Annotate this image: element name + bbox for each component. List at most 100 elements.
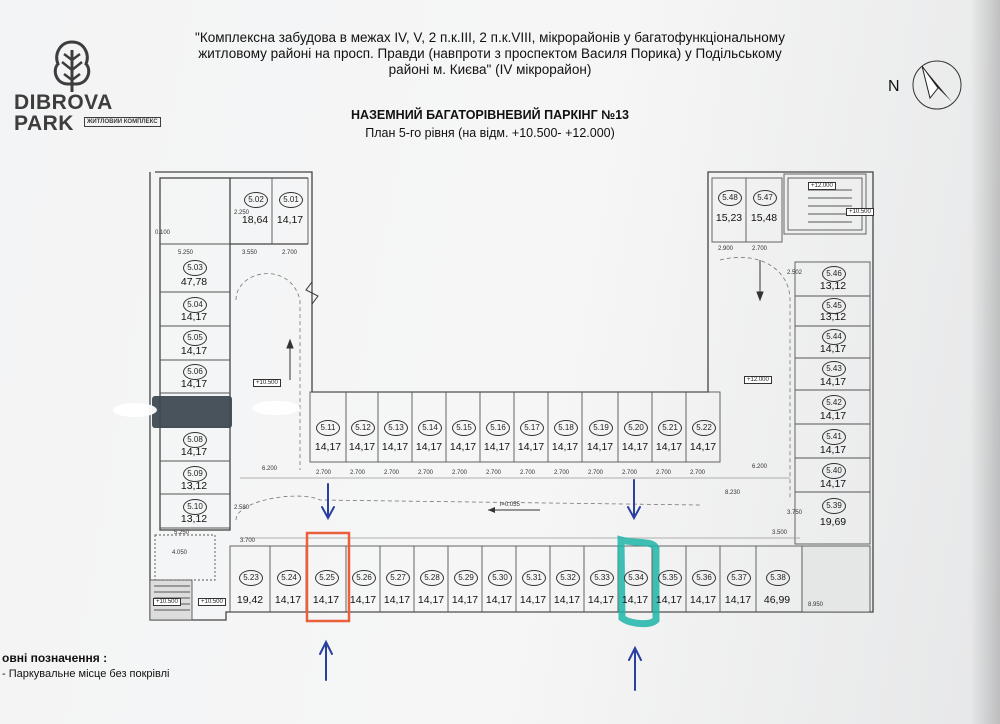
spot-area-label: 14,17 — [314, 441, 342, 453]
spot-id-label: 5.12 — [351, 420, 375, 436]
spot-id-label: 5.28 — [420, 570, 444, 586]
dim-label: 3.700 — [240, 538, 256, 544]
spot-area-label: 13,12 — [819, 280, 847, 292]
spot-id-label: 5.16 — [486, 420, 510, 436]
dim-label: 2.250 — [234, 210, 250, 216]
tree-logo-icon — [53, 40, 91, 92]
spot-area-label: 14,17 — [655, 594, 683, 606]
logo-line-1: DIBROVA — [14, 91, 113, 114]
spot-id-label: 5.19 — [589, 420, 613, 436]
legend-item: - Паркувальне місце без покрівлі — [2, 668, 170, 680]
spot-area-label: 14,17 — [451, 594, 479, 606]
spot-area-label: 14,17 — [180, 378, 208, 390]
spot-area-label: 19,69 — [819, 516, 847, 528]
dim-label: 2.700 — [418, 470, 434, 476]
spot-id-label: 5.05 — [183, 330, 207, 346]
spot-area-label: 14,17 — [517, 441, 545, 453]
spot-id-label: 5.41 — [822, 429, 846, 445]
spot-area-label: 14,17 — [415, 441, 443, 453]
spot-area-label: 14,17 — [819, 343, 847, 355]
spot-area-label: 14,17 — [621, 441, 649, 453]
spot-id-label: 5.40 — [822, 463, 846, 479]
spot-id-label: 5.20 — [624, 420, 648, 436]
dim-label: 2.700 — [316, 470, 332, 476]
spot-id-label: 5.11 — [316, 420, 340, 436]
dim-label: 2.700 — [588, 470, 604, 476]
spot-id-label: 5.26 — [352, 570, 376, 586]
spot-area-label: 14,17 — [449, 441, 477, 453]
spot-id-label: 5.31 — [522, 570, 546, 586]
project-header: "Комплексна забудова в межах IV, V, 2 п.… — [150, 30, 830, 78]
dim-label: 2.700 — [384, 470, 400, 476]
spot-area-label: 14,17 — [417, 594, 445, 606]
spot-area-label: 14,17 — [485, 594, 513, 606]
dim-label: 5.250 — [178, 250, 194, 256]
spot-id-label: 5.18 — [554, 420, 578, 436]
spot-area-label: 14,17 — [551, 441, 579, 453]
spot-id-label: 5.22 — [692, 420, 716, 436]
spot-area-label: 14,17 — [519, 594, 547, 606]
spot-area-label: 14,17 — [312, 594, 340, 606]
level-tag-left: +10.500 — [253, 379, 281, 387]
dim-label: 2.700 — [622, 470, 638, 476]
dim-label: 2.700 — [752, 246, 768, 252]
spot-id-label: 5.46 — [822, 266, 846, 282]
spot-area-label: 14,17 — [819, 376, 847, 388]
dim-label: 6.200 — [752, 464, 768, 470]
dim-label: 3.750 — [787, 510, 803, 516]
dim-label: 2.502 — [787, 270, 803, 276]
spot-id-label: 5.29 — [454, 570, 478, 586]
spot-area-label: 14,17 — [724, 594, 752, 606]
spot-area-label: 14,17 — [586, 441, 614, 453]
spot-area-label: 14,17 — [819, 444, 847, 456]
dim-label: 2.700 — [282, 250, 298, 256]
dim-label: 2.700 — [554, 470, 570, 476]
dim-label: 5.250 — [174, 530, 190, 536]
logo-wordmark: DIBROVA PARK — [14, 92, 113, 134]
spot-area-label: 14,17 — [689, 594, 717, 606]
level-tag-stair-top: +12.000 — [808, 182, 836, 190]
spot-id-label: 5.14 — [418, 420, 442, 436]
dim-label: 3.550 — [242, 250, 258, 256]
logo-subtitle: ЖИТЛОВИЙ КОМПЛЕКС — [84, 117, 161, 127]
header-line-3: районі м. Києва" (IV мікрорайон) — [388, 62, 592, 77]
spot-id-label: 5.04 — [183, 297, 207, 313]
level-tag-bottom-left-b: +10.500 — [198, 598, 226, 606]
spot-id-label: 5.37 — [727, 570, 751, 586]
spot-id-label: 5.09 — [183, 466, 207, 482]
spot-id-label: 5.01 — [279, 192, 303, 208]
spot-id-label: 5.08 — [183, 432, 207, 448]
spot-id-label: 5.32 — [556, 570, 580, 586]
spot-id-label: 5.10 — [183, 499, 207, 515]
spot-id-label: 5.27 — [386, 570, 410, 586]
plan-title: НАЗЕМНИЙ БАГАТОРІВНЕВИЙ ПАРКІНГ №13 — [351, 108, 629, 122]
spot-area-label: 15,48 — [750, 212, 778, 224]
dim-label: 0.100 — [155, 230, 171, 236]
dim-label: 8.950 — [808, 602, 824, 608]
spot-id-label: 5.35 — [658, 570, 682, 586]
spot-id-label: 5.33 — [590, 570, 614, 586]
dim-label: 2.580 — [234, 505, 250, 511]
dim-label: 2.700 — [452, 470, 468, 476]
dim-label: 4.050 — [172, 550, 188, 556]
spot-area-label: 14,17 — [655, 441, 683, 453]
dim-label: 2.700 — [486, 470, 502, 476]
spot-area-label: 14,17 — [383, 594, 411, 606]
spot-area-label: 14,17 — [180, 446, 208, 458]
spot-area-label: 14,17 — [180, 311, 208, 323]
spot-id-label: 5.21 — [658, 420, 682, 436]
spot-area-label: 14,17 — [483, 441, 511, 453]
dim-label: 2.700 — [520, 470, 536, 476]
spot-id-label: 5.38 — [766, 570, 790, 586]
spot-area-label: 14,17 — [180, 345, 208, 357]
spot-id-label: 5.36 — [692, 570, 716, 586]
spot-area-label: 13,12 — [180, 480, 208, 492]
legend-title: овні позначення : — [2, 651, 108, 665]
spot-id-label: 5.03 — [183, 260, 207, 276]
spot-area-label: 14,17 — [348, 441, 376, 453]
spot-area-label: 14,17 — [274, 594, 302, 606]
spot-id-label: 5.02 — [244, 192, 268, 208]
spot-id-label: 5.44 — [822, 329, 846, 345]
spot-area-label: 14,17 — [587, 594, 615, 606]
spot-id-label: 5.25 — [315, 570, 339, 586]
